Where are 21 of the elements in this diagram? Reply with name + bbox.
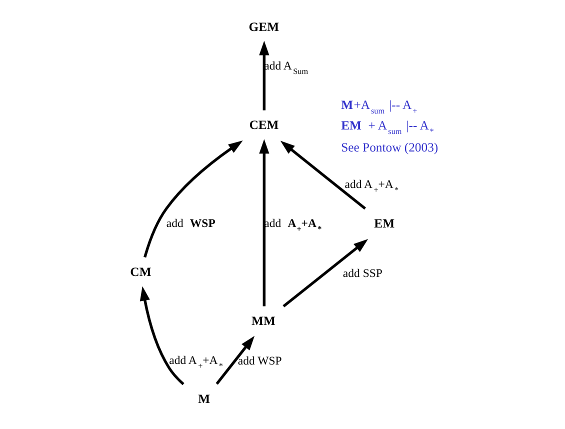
arrow bbox=[259, 139, 270, 306]
edge-label: add WSP bbox=[238, 354, 282, 368]
arrow bbox=[216, 336, 255, 385]
node-text: CEM bbox=[249, 118, 279, 132]
node-text: EM bbox=[374, 216, 395, 230]
label: See Pontow (2003) bbox=[341, 140, 438, 154]
label: M+A$_{sum}$ |-- A$_{+}$ bbox=[341, 98, 418, 116]
edge-label: add A$_{+}$+A$_{*}$ bbox=[169, 354, 223, 370]
arrow bbox=[140, 286, 184, 386]
edge-label: add WSP bbox=[166, 217, 216, 230]
arrow bbox=[280, 140, 366, 210]
node-text: M bbox=[198, 392, 210, 406]
node-text: CM bbox=[130, 265, 152, 280]
arrow bbox=[259, 40, 270, 110]
label: EM + A$_{sum}$ |-- A$_{*}$ bbox=[341, 118, 434, 136]
edge-label: add A$_{+}$+A$_{*}$ bbox=[344, 178, 399, 195]
node-text: MM bbox=[251, 314, 276, 328]
edge-label: add SSP bbox=[342, 266, 382, 280]
node-text: GEM bbox=[248, 20, 280, 34]
arrow bbox=[144, 140, 243, 258]
arrow bbox=[282, 238, 368, 308]
